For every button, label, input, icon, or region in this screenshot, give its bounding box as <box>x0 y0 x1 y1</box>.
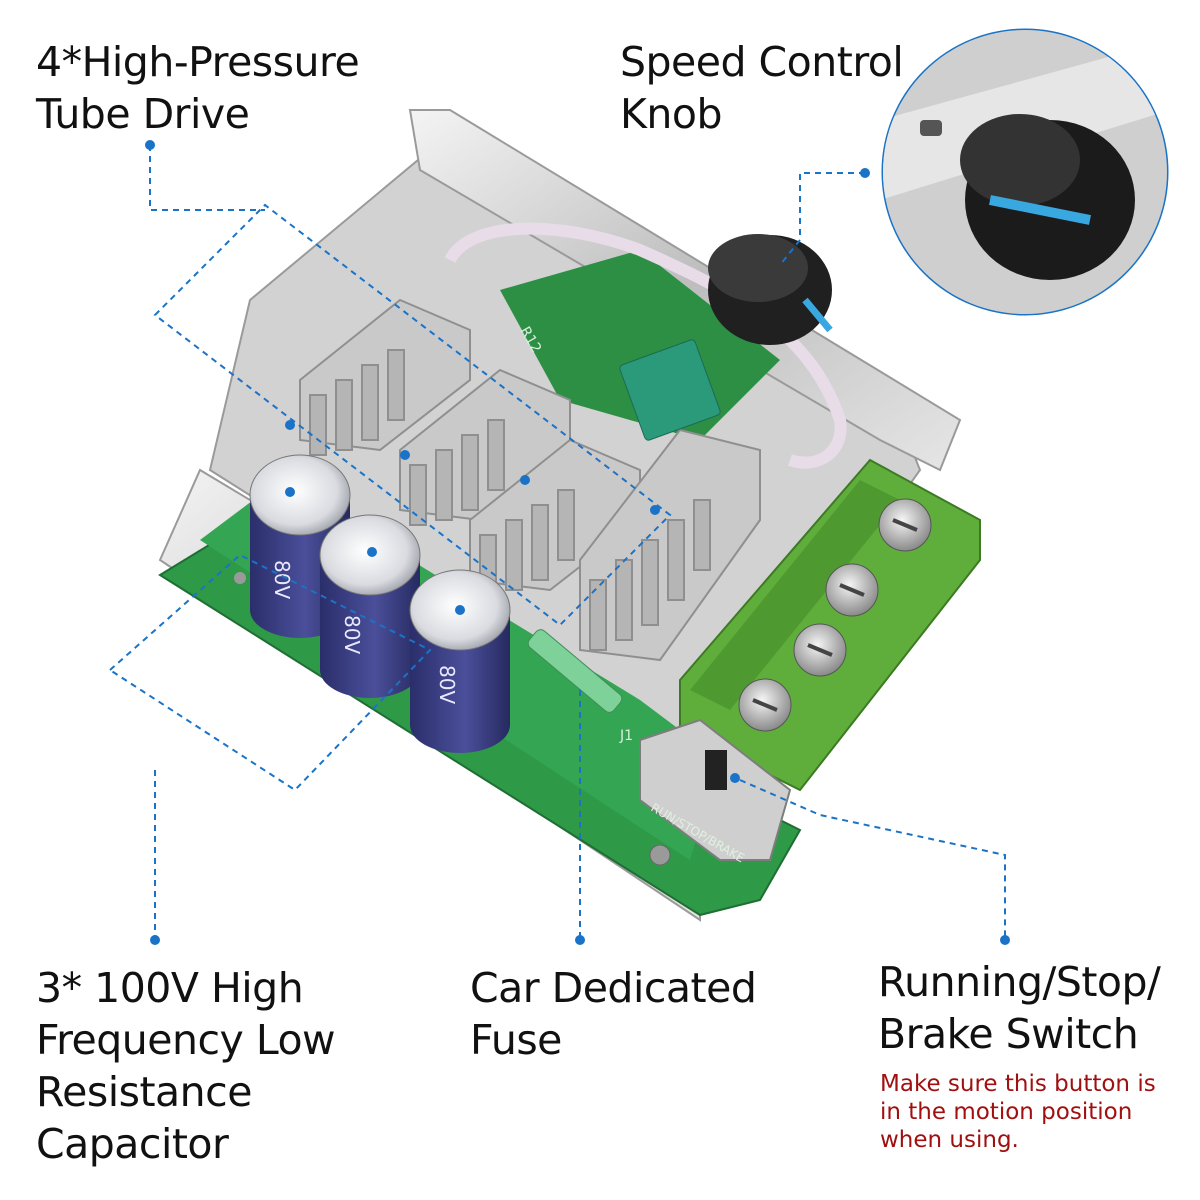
knob-zoom-inset <box>881 28 1169 316</box>
terminal-block <box>679 458 981 792</box>
capacitor-3-voltage: 80V <box>435 665 459 704</box>
label-line: Capacitor <box>36 1120 229 1168</box>
capacitor-3: 80V <box>409 569 511 753</box>
relay-module <box>619 339 721 441</box>
callout-dots <box>145 140 1010 945</box>
label-capacitor: 3* 100V High Frequency Low Resistance Ca… <box>36 962 336 1170</box>
label-line: Fuse <box>470 1016 562 1064</box>
speed-knob <box>708 234 833 345</box>
note-line: when using. <box>880 1127 1019 1153</box>
label-line: Brake Switch <box>878 1010 1139 1058</box>
switch-warning-note: Make sure this button is in the motion p… <box>880 1070 1156 1154</box>
label-line: Running/Stop/ <box>878 958 1161 1006</box>
capacitor-2: 80V <box>319 514 421 698</box>
fuse-ref-label: J1 <box>619 728 633 744</box>
label-line: 4*High-Pressure <box>36 38 360 86</box>
capacitor-1-voltage: 80V <box>270 560 294 599</box>
note-line: Make sure this button is <box>880 1071 1156 1097</box>
label-line: Frequency Low <box>36 1016 336 1064</box>
label-line: Speed Control <box>620 38 904 86</box>
label-line: Resistance <box>36 1068 252 1116</box>
callout-lines <box>108 145 1006 938</box>
label-line: 3* 100V High <box>36 964 304 1012</box>
label-line: Car Dedicated <box>470 964 757 1012</box>
label-line: Tube Drive <box>36 90 250 138</box>
label-tube-drive: 4*High-Pressure Tube Drive <box>36 36 360 140</box>
capacitor-2-voltage: 80V <box>340 615 364 654</box>
note-line: in the motion position <box>880 1099 1133 1125</box>
label-switch: Running/Stop/ Brake Switch <box>878 956 1161 1060</box>
label-speed-knob: Speed Control Knob <box>620 36 904 140</box>
fuse: J1 <box>527 629 633 744</box>
label-line: Knob <box>620 90 722 138</box>
heatsink-array <box>299 298 761 662</box>
label-fuse: Car Dedicated Fuse <box>470 962 757 1066</box>
